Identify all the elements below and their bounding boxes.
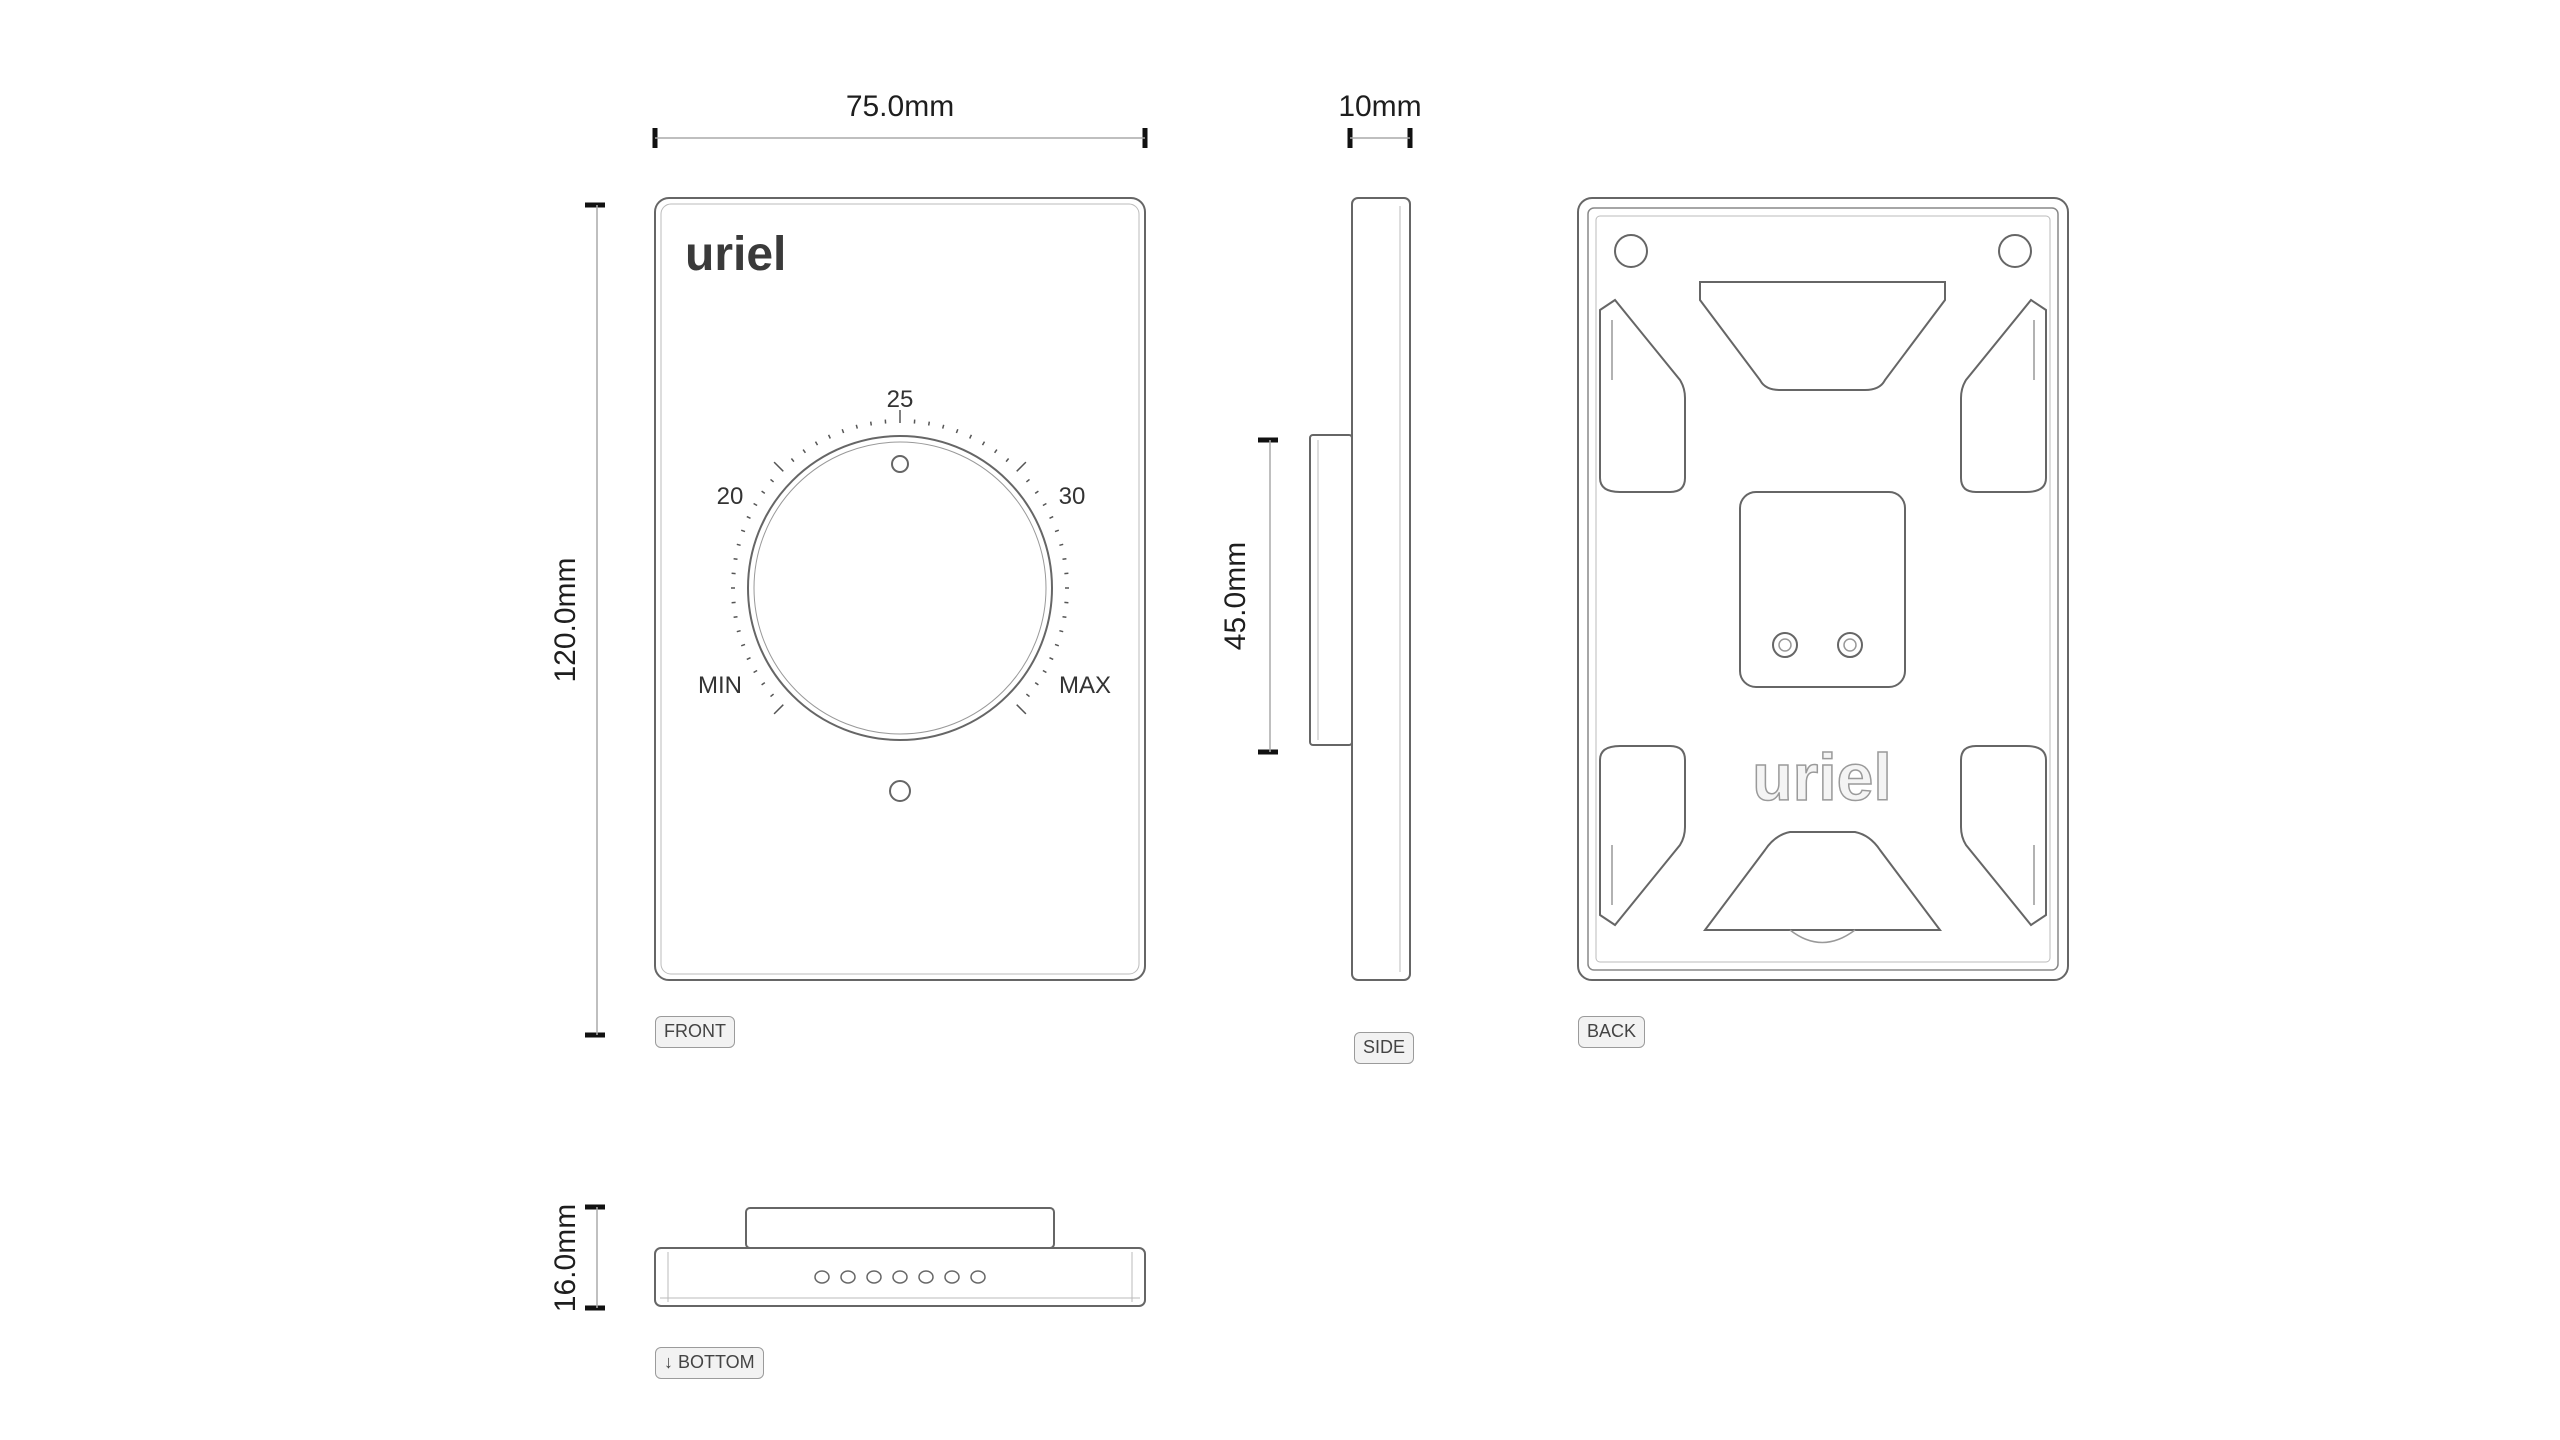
dial-tick [746,515,751,519]
dial-tick [753,669,758,674]
dial-tick [740,643,746,647]
dial-tick [761,681,766,686]
dial-tick [855,424,859,429]
dial-tick [841,428,845,434]
dial-tick [1034,490,1039,495]
vent-holes [814,1270,986,1284]
dial-tick [941,424,945,429]
back-mount-hole-right [1998,234,2032,268]
dial-tick [1062,557,1067,561]
dial-tick [1062,615,1067,619]
back-embossed-logo: uriel [1752,740,1891,814]
dial-major-tick [1016,461,1027,472]
front-view [654,197,1146,981]
dial-tick [736,629,741,633]
front-screw-hole [889,780,911,802]
dial-tick [1054,529,1060,533]
bottom-view [585,1204,1146,1311]
dial-tick [753,502,758,507]
brand-logo: uriel [685,228,786,281]
back-mount-hole-left [1614,234,1648,268]
back-view-button[interactable]: BACK [1578,1016,1646,1048]
side-view [1258,197,1411,981]
dial-tick [1042,502,1047,507]
dial-tick [733,615,738,619]
dial-tick [955,428,959,434]
dial-tick [770,693,775,698]
dial-tick [981,441,986,446]
dial-tick [1025,478,1030,483]
dial-indicator [891,455,909,473]
dial-tick [1054,643,1060,647]
dial-tick [740,529,746,533]
front-view-button[interactable]: FRONT [655,1016,735,1048]
dial-major-tick [1016,704,1027,715]
dial-tick [736,543,741,547]
side-height-label: 45.0mm [1219,542,1252,650]
dial-knob [747,435,1053,741]
dial-label-max: MAX [1059,672,1111,699]
dial-tick [927,421,931,426]
dial-tick [969,434,973,439]
depth-label: 10mm [1338,90,1421,123]
dial-tick [1059,543,1064,547]
dial-major-tick [773,461,784,472]
dial-label-30: 30 [1059,483,1086,510]
dial-tick [1049,515,1054,519]
dial-tick [761,490,766,495]
dial-label-min: MIN [698,672,742,699]
dial-tick [1042,669,1047,674]
dial-tick [827,434,831,439]
width-dimension [652,128,1148,148]
dial-label-25: 25 [887,386,914,413]
dial-tick [1025,693,1030,698]
height-label: 120.0mm [549,557,582,682]
bottom-view-button[interactable]: ↓ BOTTOM [655,1347,764,1379]
dial-label-20: 20 [717,483,744,510]
width-label: 75.0mm [846,90,954,123]
dial-tick [1059,629,1064,633]
dial-tick [1049,657,1054,661]
dial-tick [1034,681,1039,686]
side-view-button[interactable]: SIDE [1354,1032,1415,1064]
dial-tick [746,657,751,661]
dial-major-tick [773,704,784,715]
dial-tick [814,441,819,446]
depth-dimension [1347,128,1413,148]
dial-tick [1005,458,1010,463]
dial-tick [993,449,998,454]
back-view [1577,197,2069,981]
dial-tick [790,458,795,463]
dial-tick [802,449,807,454]
dial-tick [733,557,738,561]
bottom-depth-label: 16.0mm [549,1204,582,1312]
dial-tick [869,421,873,426]
height-dimension [585,202,605,1038]
dial-tick [770,478,775,483]
